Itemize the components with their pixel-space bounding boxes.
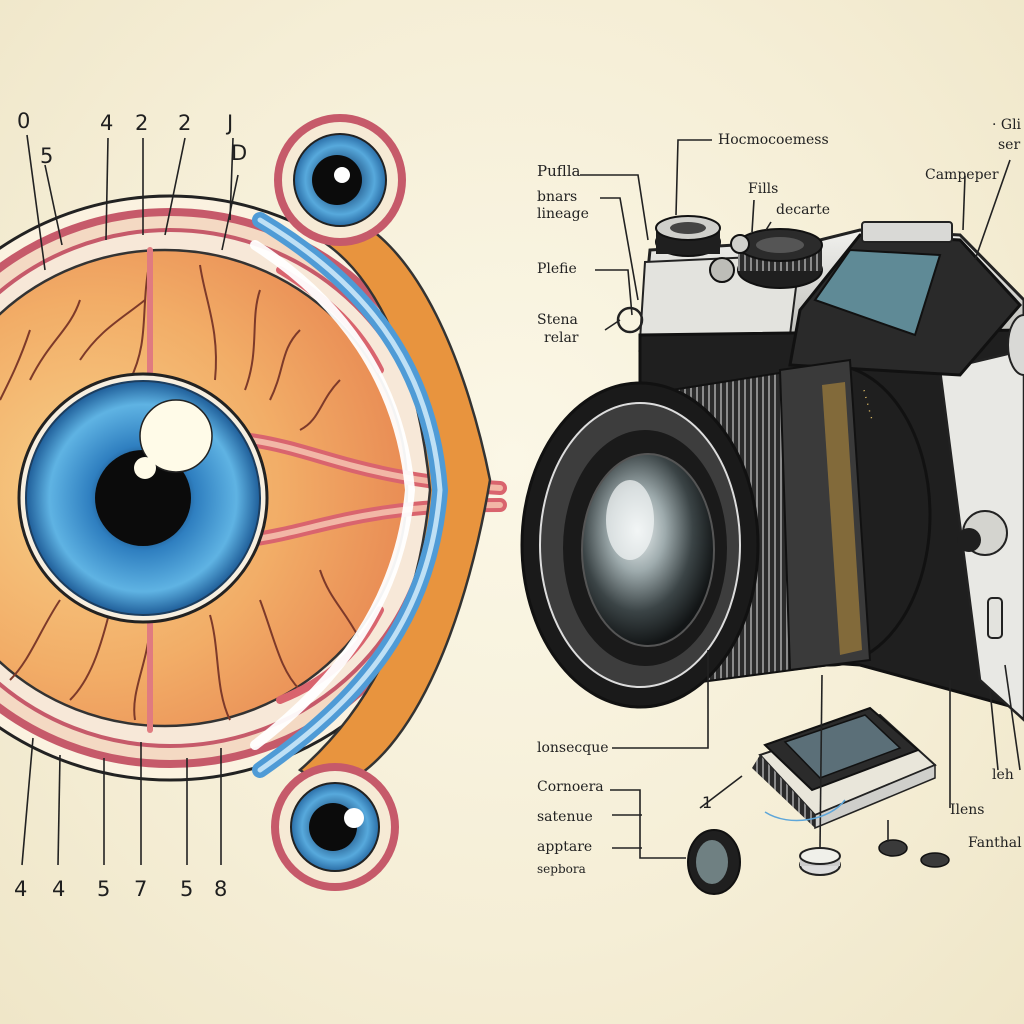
eye-nerve-white [250,240,416,750]
eye-pupil [95,450,191,546]
label-lonsecque: lonsecque [537,740,609,756]
eye-leader-lines-bottom [21,737,222,866]
camera-dials [616,215,1024,639]
label-relar: relar [544,330,579,346]
eye-num-bottom-4: 7 [134,877,148,901]
label-bnars: bnars [537,189,578,205]
camera-viewfinder-window [813,248,942,337]
label-leh: leh [992,767,1014,783]
camera-sensor [752,706,937,830]
eye-num-top-3: 4 [100,111,114,135]
small-eye-bottom [271,763,399,891]
eye-num-bottom-5: 5 [180,877,194,901]
label-cornoera: Cornoera [537,779,604,795]
eye-num-top-7: D [231,141,248,165]
eye-highlight-small [134,457,156,479]
small-eye-top [274,114,406,246]
label-puflla: Puflla [537,162,581,180]
eye-blood-vessels [0,259,361,721]
label-plefie: Plefie [537,261,577,277]
label-fills: Fills [748,181,779,197]
eye-num-top-4: 2 [135,111,149,135]
eye-highlight [139,399,213,473]
label-lineage: lineage [537,206,589,222]
label-topright-1: · Gli [992,117,1022,133]
eye-num-bottom-1: 4 [14,877,28,901]
label-campeper: Campeper [925,167,999,183]
eye-num-bottom-6: 8 [214,877,228,901]
eye-num-bottom-3: 5 [97,877,111,901]
camera-diagram [520,139,1024,895]
eye-num-top-5: 2 [178,111,192,135]
eye-num-bottom-2: 4 [52,877,66,901]
eye-diagram [0,114,507,891]
camera-leader-lines [580,139,1021,859]
eye-num-top-6: J [227,111,234,135]
label-decarte: decarte [776,202,831,218]
label-hocmocoemess: Hocmocoemess [718,132,829,148]
label-small-number: 1 [702,793,713,812]
label-sepbora: sepbora [537,862,586,876]
label-ilens: Ilens [950,802,985,818]
camera-small-parts [687,829,950,895]
label-stena: Stena [537,312,578,328]
label-apptare: apptare [537,839,593,855]
camera-hotshoe [861,221,953,243]
eye-num-top-1: 0 [17,109,31,133]
label-fanthal: Fanthal [968,835,1022,851]
label-topright-2: ser [998,137,1021,153]
label-satenue: satenue [537,809,593,825]
lens-glass [581,453,715,647]
eye-num-top-2: 5 [40,144,54,168]
camera-lens [520,358,932,709]
eye-leader-lines-top [26,134,239,271]
